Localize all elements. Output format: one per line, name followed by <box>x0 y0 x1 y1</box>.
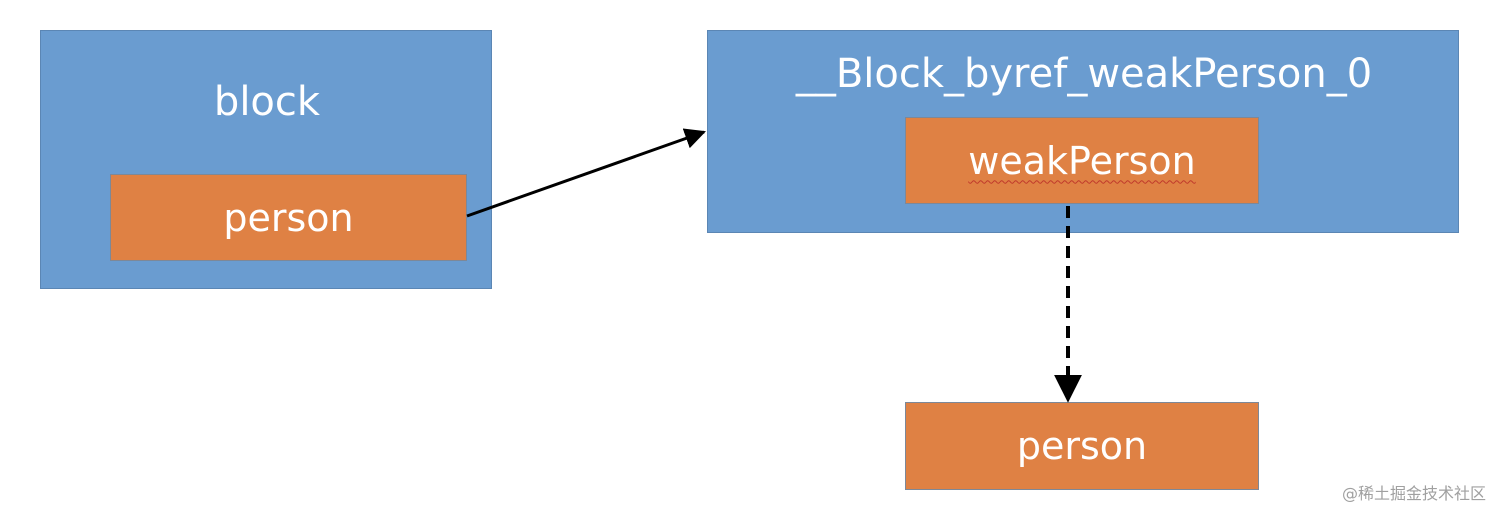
weak-person-label: weakPerson <box>968 138 1196 183</box>
strong-reference-arrow <box>466 128 706 218</box>
watermark: @稀土掘金技术社区 <box>1341 484 1486 503</box>
block-title: block <box>213 79 321 125</box>
block-person-field: person <box>110 174 467 261</box>
person-object: person <box>905 402 1259 490</box>
byref-title: __Block_byref_weakPerson_0 <box>795 51 1373 97</box>
weak-person-field: weakPerson <box>905 117 1259 204</box>
